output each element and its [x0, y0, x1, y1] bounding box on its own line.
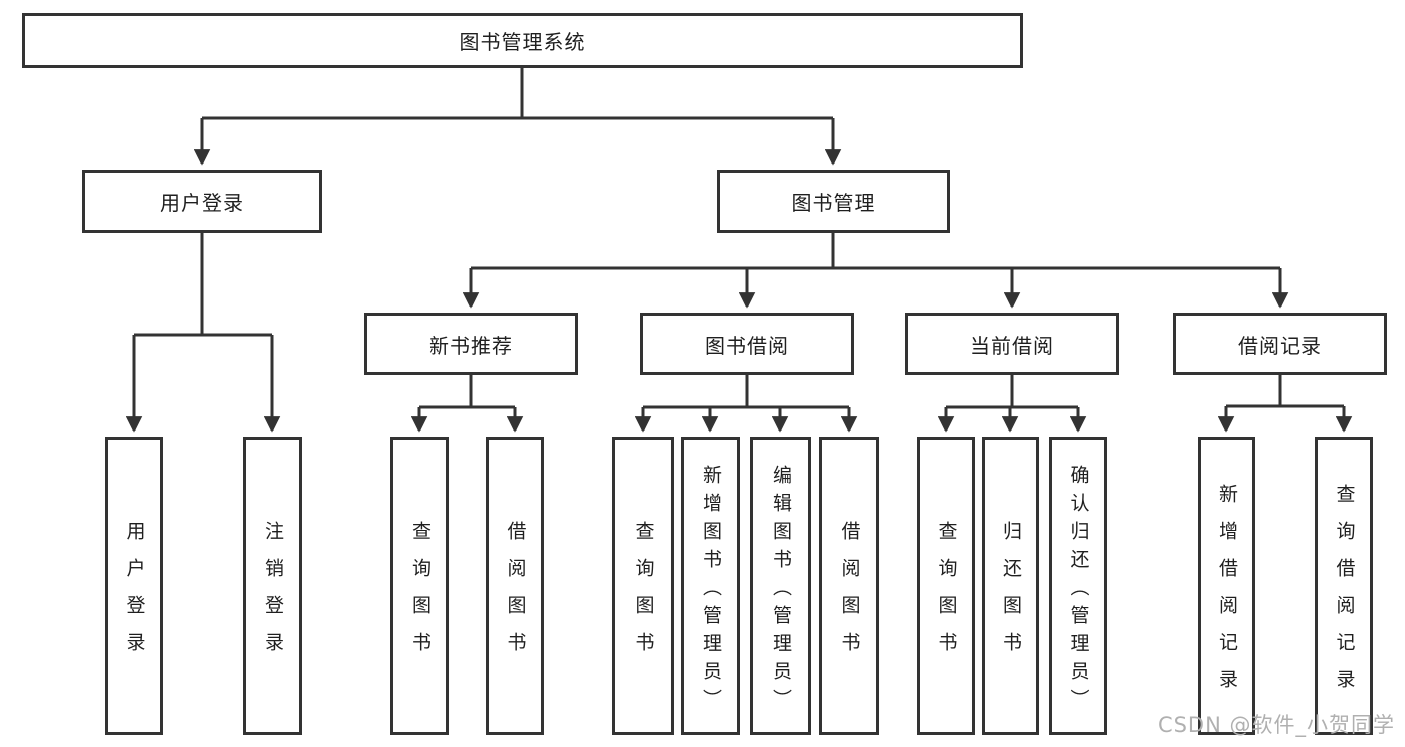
leaf-label: 查询借阅记录 — [1333, 484, 1356, 706]
leaf-label: 借阅图书 — [838, 521, 861, 669]
leaf-label: 查询图书 — [632, 521, 655, 669]
leaf-borrow-books: 借阅图书 — [819, 437, 879, 735]
leaf-query-borrow-record: 查询借阅记录 — [1315, 437, 1373, 735]
csdn-watermark: CSDN @软件_小贺同学 — [1157, 713, 1395, 737]
node-borrow-records: 借阅记录 — [1173, 313, 1387, 375]
rail-new-book — [419, 375, 515, 409]
leaf-query-books-current: 查询图书 — [917, 437, 975, 735]
leaf-add-books-admin: 新增图书（管理员） — [681, 437, 740, 735]
leaf-label: 新增借阅记录 — [1216, 484, 1238, 706]
leaf-confirm-return-admin: 确认归还（管理员） — [1049, 437, 1107, 735]
leaf-label: 借阅图书 — [504, 521, 527, 669]
node-user-login: 用户登录 — [82, 170, 322, 233]
leaf-query-books-newbook: 查询图书 — [390, 437, 449, 735]
leaf-label: 新增图书（管理员） — [700, 464, 722, 717]
rail-level2 — [202, 68, 833, 120]
node-current-borrowing: 当前借阅 — [905, 313, 1119, 375]
leaf-label: 编辑图书（管理员） — [770, 464, 792, 717]
rail-borrow-records — [1226, 375, 1344, 408]
leaf-return-books: 归还图书 — [982, 437, 1039, 735]
leaf-borrow-books-newbook: 借阅图书 — [486, 437, 544, 735]
rail-level3 — [471, 233, 1280, 270]
leaf-label: 用户登录 — [123, 521, 146, 669]
leaf-label: 查询图书 — [935, 521, 958, 669]
leaf-edit-books-admin: 编辑图书（管理员） — [750, 437, 811, 735]
rail-book-borrow — [643, 375, 849, 409]
node-new-book-recommend: 新书推荐 — [364, 313, 578, 375]
rail-user-login — [134, 233, 272, 337]
leaf-logout: 注销登录 — [243, 437, 302, 735]
node-root-system: 图书管理系统 — [22, 13, 1023, 68]
rail-current-borrow — [946, 375, 1078, 409]
leaf-add-borrow-record: 新增借阅记录 — [1198, 437, 1255, 735]
leaf-label: 查询图书 — [409, 521, 431, 669]
leaf-label: 确认归还（管理员） — [1067, 464, 1090, 717]
node-book-management: 图书管理 — [717, 170, 950, 233]
leaf-label: 注销登录 — [262, 521, 284, 669]
node-book-borrowing: 图书借阅 — [640, 313, 854, 375]
leaf-user-login: 用户登录 — [105, 437, 163, 735]
leaf-label: 归还图书 — [1000, 521, 1022, 669]
leaf-query-books-borrowing: 查询图书 — [612, 437, 674, 735]
